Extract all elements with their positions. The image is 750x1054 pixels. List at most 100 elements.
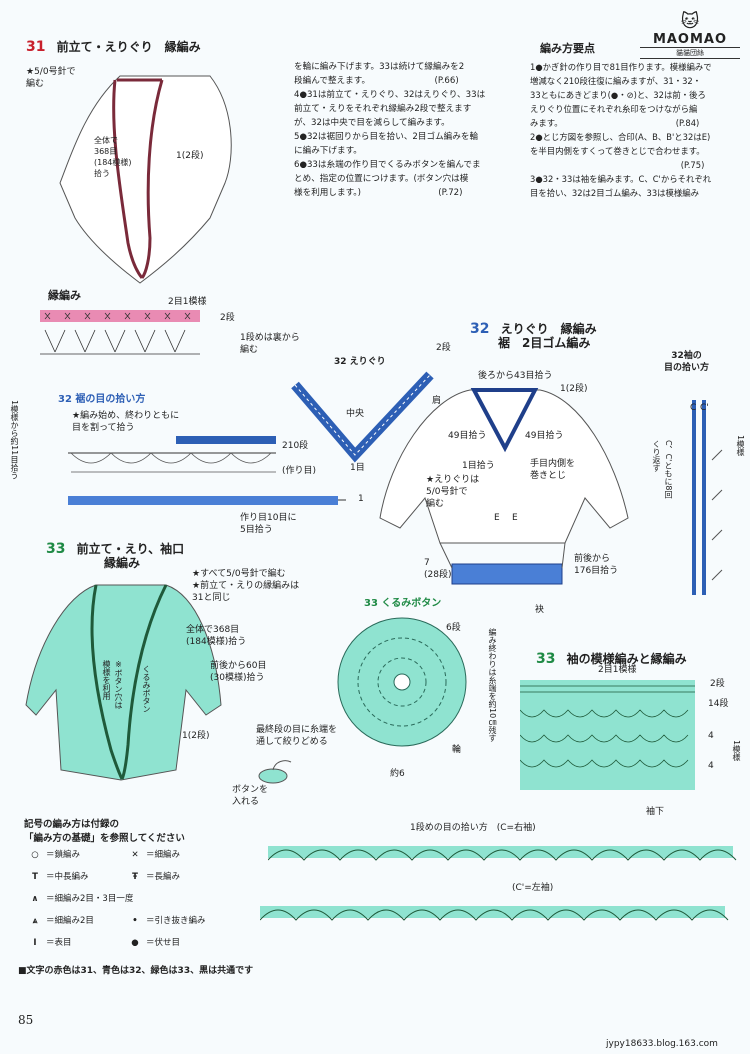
logo-text: MAOMAO bbox=[652, 32, 728, 47]
legend-label: ＝引き抜き編み bbox=[146, 916, 206, 926]
sleeve-33-motif: 1模様 bbox=[732, 740, 741, 762]
collar-32-shoulder: 肩 bbox=[432, 396, 442, 406]
legend-item: ●＝伏せ目 bbox=[124, 936, 180, 948]
hem-32-pickup: 作り目10目に 5目拾う bbox=[240, 513, 297, 535]
legend-label: ＝長編み bbox=[146, 872, 181, 882]
legend-item: ∧ ＝細編み2目・3目一度 bbox=[24, 892, 134, 904]
section-32-title2: 裾 2目ゴム編み bbox=[498, 336, 591, 350]
logo: 🐱 MAOMAO 貓貓団絲 bbox=[640, 12, 740, 59]
collar-32-label: 32 えりぐり bbox=[334, 357, 386, 367]
garment-31-diagram bbox=[59, 75, 232, 284]
legend-title: 記号の編み方は付録の 「編み方の基礎」を参照してください bbox=[24, 819, 185, 844]
section-31-header: 31 前立て・えりぐり 縁編み bbox=[26, 36, 201, 55]
hem-32-one: 1 bbox=[358, 494, 364, 504]
button-33-thread: 最終段の目に糸端を 通して絞りどめる bbox=[256, 725, 338, 747]
section-33-note2: ★前立て・えりの縁編みは 31と同じ bbox=[192, 581, 300, 603]
legend-item: •＝引き抜き編み bbox=[124, 914, 206, 926]
section-33-number: 33 bbox=[46, 541, 66, 557]
section-31-rows: 1(2段) bbox=[176, 151, 204, 161]
section-33-title: 前立て・えり、袖口 bbox=[76, 542, 185, 556]
section-32-title: えりぐり 縁編み bbox=[500, 322, 597, 336]
garment-33-sleeve: 前後から60目 (30模様)拾う bbox=[210, 661, 267, 683]
button-33-insert: ボタンを 入れる bbox=[232, 785, 269, 807]
sleeve-33-r14: 14段 bbox=[708, 699, 729, 709]
pickup-33-title: 1段めの目の拾い方 (C=右袖) bbox=[410, 823, 536, 833]
page-number: 85 bbox=[18, 1013, 34, 1027]
legend-label: ＝伏せ目 bbox=[146, 938, 181, 948]
sleeve-32-repeat: C、C'ともに8回 くり返す bbox=[652, 440, 673, 499]
legend-label: ＝細編み2目・3目一度 bbox=[46, 894, 134, 904]
sleeve-33-r4: 4 bbox=[708, 731, 714, 741]
garment-32-slit: 手目内側を 巻きとじ bbox=[530, 459, 576, 481]
button-33-stitch: 輪 bbox=[452, 745, 462, 755]
border-31-pattern: 2目1模様 bbox=[168, 297, 207, 307]
section-33-title2: 縁編み bbox=[104, 556, 141, 570]
legend-symbol: ∧ bbox=[31, 894, 39, 904]
button-33-side: 編み終わりは糸端を約10㎝残す bbox=[488, 628, 497, 743]
section-33-header: 33 前立て・えり、袖口 bbox=[46, 538, 184, 557]
legend-item: Ŧ ＝長編み bbox=[124, 870, 180, 882]
pickup-33-right bbox=[268, 846, 737, 861]
sleeve-33-number: 33 bbox=[536, 651, 556, 667]
garment-33-count: 全体で368目 (184模様)拾う bbox=[186, 625, 247, 647]
sleeve-33-under: 袖下 bbox=[646, 807, 665, 817]
garment-32-ribbon: 袂 bbox=[535, 605, 545, 615]
button-33-rows: 6段 bbox=[446, 623, 461, 633]
button-33-dia: 約6 bbox=[390, 769, 405, 779]
sleeve-32-motif: 1模様 bbox=[736, 435, 745, 457]
legend-item: ✕＝細編み bbox=[124, 848, 180, 860]
border-31-rows: 2段 bbox=[220, 313, 235, 323]
sleeve-33-pattern: 2目1模様 bbox=[598, 665, 637, 675]
legend-symbol: I bbox=[33, 938, 37, 948]
legend-label: ＝細編み2目 bbox=[46, 916, 94, 926]
hem-32-rows: 210段 bbox=[282, 441, 309, 451]
pickup-33-left bbox=[260, 906, 729, 921]
collar-32-center: 中央 bbox=[346, 409, 365, 419]
garment-33-btnhole: ※ボタン穴は 模様を利用 bbox=[102, 660, 123, 709]
garment-32-front-right: 49目拾う bbox=[525, 431, 564, 441]
legend-symbol: ✕ bbox=[131, 850, 139, 860]
button-sketch bbox=[258, 760, 292, 784]
sleeve-32-cp: C' bbox=[700, 403, 709, 413]
pickup-33-title2: (C'=左袖) bbox=[512, 883, 554, 893]
legend-label: ＝鎖編み bbox=[46, 850, 81, 860]
sleeve-33-chart bbox=[520, 680, 695, 790]
sleeve-32-c: C bbox=[690, 403, 697, 413]
button-33-title: 33 くるみボタン bbox=[364, 598, 442, 609]
legend-item: T ＝中長編み bbox=[24, 870, 89, 882]
collar-32-one: 1目 bbox=[350, 463, 365, 473]
garment-32-back: 後ろから43目拾う bbox=[478, 371, 553, 381]
garment-33-diagram bbox=[25, 584, 222, 781]
sleeve-32-title: 32袖の 目の拾い方 bbox=[664, 351, 710, 373]
garment-32-hemfront: 前後から 176目拾う bbox=[574, 554, 619, 576]
legend-symbol: ⩓ bbox=[32, 916, 38, 926]
garment-32-hem7: 7 (28段) bbox=[424, 558, 452, 580]
hem-32-cast: (作り目) bbox=[282, 466, 317, 476]
legend-item: ○ ＝鎖編み bbox=[24, 848, 80, 860]
section-31-number: 31 bbox=[26, 39, 46, 55]
hem-32-side: 1模様から約11目拾う bbox=[10, 400, 19, 480]
section-32-header: 32 えりぐり 縁編み bbox=[470, 318, 597, 337]
collar-32-chart bbox=[291, 371, 434, 463]
sleeve-33-title: 袖の模様編みと縁編み bbox=[566, 652, 687, 666]
border-31-rowstart: 1段めは裏から 編む bbox=[240, 333, 300, 355]
method-body: 1●かぎ針の作り目で81目作ります。模様編みで 増減なく210段往復に編みますが… bbox=[530, 62, 712, 198]
logo-sub: 貓貓団絲 bbox=[640, 47, 740, 59]
section-31-note: ★5/0号針で 編む bbox=[26, 67, 76, 89]
garment-32-one: 1目拾う bbox=[462, 461, 495, 471]
cat-icon: 🐱 bbox=[680, 11, 700, 32]
legend-symbol: Ŧ bbox=[132, 872, 138, 882]
legend-symbol: ○ bbox=[31, 850, 39, 860]
section-32-number: 32 bbox=[470, 321, 490, 337]
legend-symbol: T bbox=[32, 872, 38, 882]
garment-32-e2: E bbox=[512, 513, 518, 523]
hem-32-note: ★編み始め、終わりともに 目を割って拾う bbox=[72, 411, 180, 433]
garment-32-front-left: 49目拾う bbox=[448, 431, 487, 441]
footer-note: ■文字の赤色は31、青色は32、緑色は33、黒は共通です bbox=[18, 966, 254, 976]
border-31-chart bbox=[40, 310, 200, 355]
garment-33-button: くるみボタン bbox=[142, 665, 151, 713]
sleeve-32-chart bbox=[692, 400, 723, 595]
sleeve-33-r4b: 4 bbox=[708, 761, 714, 771]
legend-label: ＝中長編み bbox=[46, 872, 89, 882]
section-33-note1: ★すべて5/0号針で編む bbox=[192, 569, 286, 579]
